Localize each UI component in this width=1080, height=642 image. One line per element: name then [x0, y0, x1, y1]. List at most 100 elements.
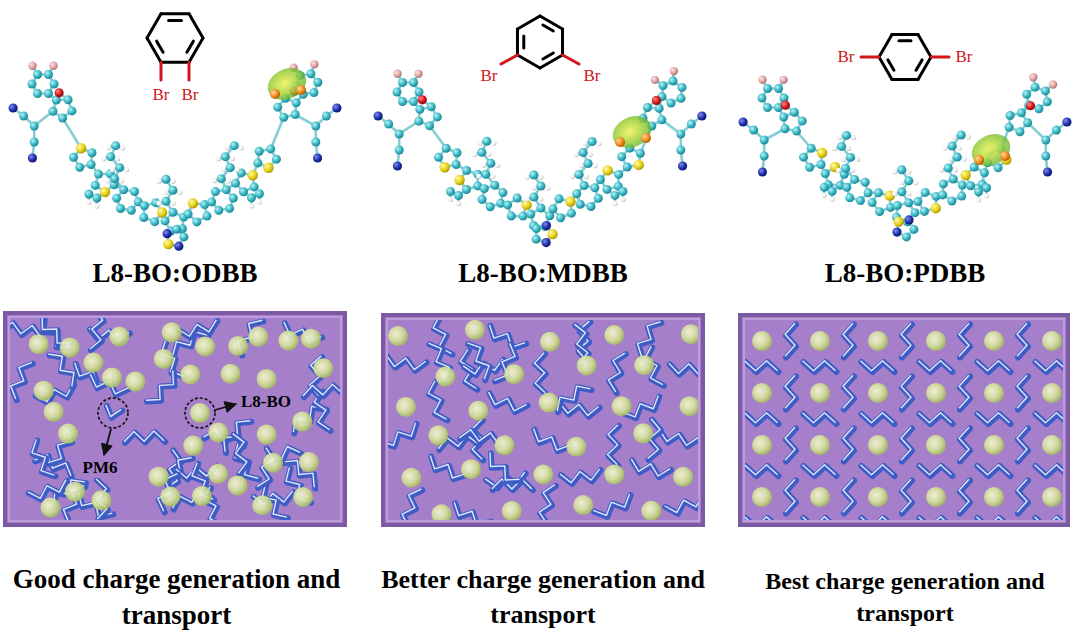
polymer-chain-highlight [745, 517, 778, 520]
caption: Best charge generation and transport [740, 565, 1070, 630]
acceptor-domain [180, 365, 200, 385]
atom [1041, 136, 1050, 145]
atom [44, 89, 53, 98]
polymer-chain-highlight [11, 362, 32, 399]
atom [235, 167, 240, 172]
polymer-chain [178, 321, 217, 337]
atom [957, 145, 962, 150]
atom [1015, 127, 1024, 136]
polymer-chain-highlight [843, 375, 853, 408]
atom [758, 76, 766, 84]
polymer-chain-highlight [843, 479, 853, 512]
acceptor-domain [91, 490, 111, 510]
acceptor-domain [1042, 331, 1062, 351]
atom [495, 163, 500, 168]
atom [676, 146, 685, 155]
atom [805, 163, 814, 172]
acceptor-domain [539, 393, 559, 413]
atom [575, 170, 584, 179]
ring-bond [540, 55, 563, 68]
acceptor-domain [868, 487, 888, 507]
benzene-structure [861, 34, 949, 79]
panel-frame [383, 315, 703, 525]
acceptor-domain [60, 337, 80, 357]
atom [947, 196, 956, 205]
bromine-label: Br [153, 85, 170, 105]
double-bond [522, 36, 525, 48]
polymer-chain-highlight [303, 384, 340, 396]
atom [69, 153, 78, 162]
double-bond [169, 19, 182, 22]
atom [393, 70, 401, 78]
polymer-chain-highlight [124, 431, 164, 442]
atom [586, 202, 595, 211]
polymer-chain-highlight [803, 465, 836, 475]
atom [524, 174, 529, 179]
atom [892, 169, 897, 174]
atom [48, 107, 57, 116]
polymer-chain-highlight [785, 323, 795, 356]
atom [507, 212, 516, 221]
atom [94, 203, 99, 208]
ring-bond [561, 29, 564, 55]
atom [610, 191, 619, 200]
polymer-chain-highlight [388, 355, 426, 369]
atom [799, 153, 808, 162]
acceptor-domain [984, 331, 1004, 351]
atom [112, 194, 121, 203]
atom [618, 187, 627, 196]
atom [306, 69, 315, 78]
atom [75, 163, 84, 172]
benzene-structure [147, 14, 203, 80]
acceptor-domain [190, 403, 210, 423]
atom [476, 174, 481, 179]
atom [634, 160, 644, 170]
atom [395, 130, 404, 139]
atom [837, 135, 842, 140]
atom [156, 179, 161, 184]
atom [253, 158, 262, 167]
atom [790, 108, 799, 117]
acceptor-domain [810, 331, 830, 351]
polymer-chain-highlight [607, 425, 618, 465]
atom [111, 141, 120, 150]
atom [373, 111, 382, 120]
atom [115, 156, 120, 161]
atom [427, 102, 436, 111]
polymer-chain-highlight [901, 323, 911, 356]
atom [953, 153, 962, 162]
atom [1041, 152, 1050, 161]
atom [582, 141, 587, 146]
acceptor-domain [435, 366, 455, 386]
acceptor-domain [208, 422, 228, 442]
polymer-chain-highlight [803, 361, 836, 371]
acceptor-domain [810, 383, 830, 403]
polymer-chain-highlight [977, 413, 1010, 423]
acceptor-domain [109, 327, 129, 347]
atom [532, 235, 541, 244]
acceptor-domain [810, 487, 830, 507]
acceptor-domain [984, 487, 1004, 507]
acceptor-domain [680, 396, 698, 416]
atom [226, 178, 231, 183]
atom [588, 137, 597, 146]
atom [904, 215, 913, 224]
bromine-label: Br [838, 47, 855, 67]
polymer-chain-highlight [901, 375, 911, 408]
atom [531, 185, 536, 190]
polymer-chain-highlight [539, 485, 555, 520]
caption: Better charge generation and transport [371, 562, 716, 632]
atom [536, 204, 545, 213]
atom [439, 162, 449, 172]
acceptor-domain [566, 437, 586, 457]
atom [50, 80, 59, 89]
atom [850, 175, 859, 184]
ring-bond [147, 14, 161, 38]
atom [828, 187, 837, 196]
polymer-chain-highlight [843, 323, 853, 356]
atom [583, 174, 588, 179]
atom [393, 87, 402, 96]
atom [498, 188, 507, 197]
atom [614, 170, 623, 179]
